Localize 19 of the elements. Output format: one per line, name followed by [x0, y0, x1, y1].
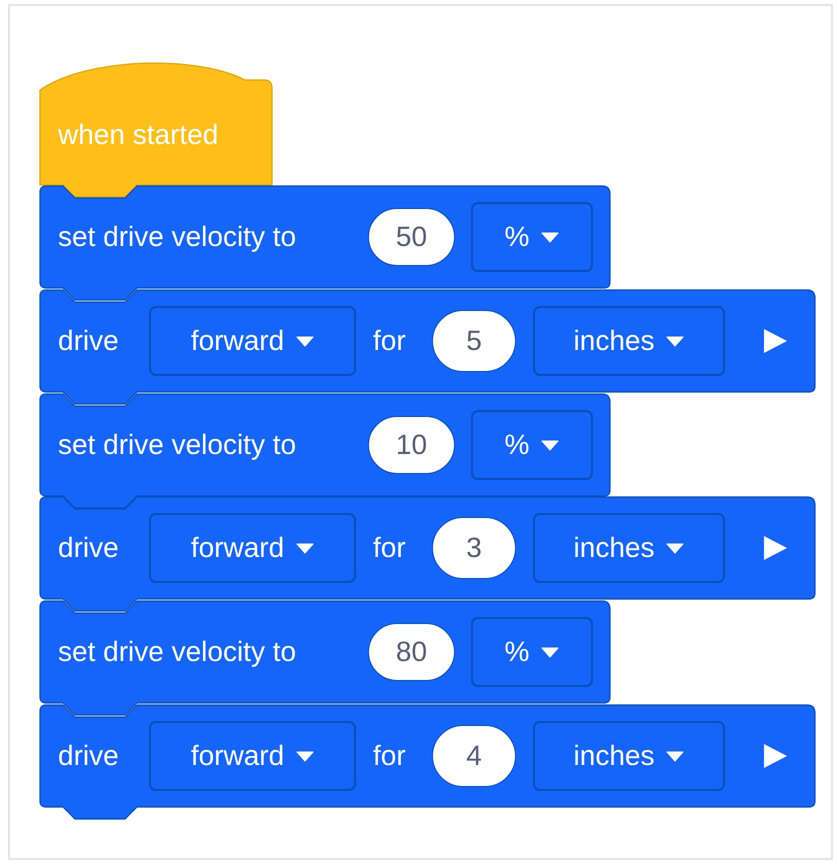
block-label: set drive velocity to — [58, 638, 296, 666]
dropdown-menu: inches — [533, 513, 725, 583]
block-label: for — [373, 534, 406, 562]
block-label: drive — [58, 327, 119, 355]
dropdown-menu: % — [471, 410, 593, 480]
block-label: set drive velocity to — [58, 431, 296, 459]
block-label: set drive velocity to — [58, 223, 296, 251]
block-label: when started — [58, 121, 218, 149]
dropdown-menu: % — [471, 617, 593, 687]
dropdown-menu: % — [471, 202, 593, 272]
dropdown-menu: inches — [533, 721, 725, 791]
dropdown-menu: forward — [149, 306, 356, 376]
dropdown-menu: forward — [149, 513, 356, 583]
block-label: for — [373, 742, 406, 770]
dropdown-menu: forward — [149, 721, 356, 791]
block-label: for — [373, 327, 406, 355]
block-label: drive — [58, 534, 119, 562]
dropdown-menu: inches — [533, 306, 725, 376]
block-label: drive — [58, 742, 119, 770]
